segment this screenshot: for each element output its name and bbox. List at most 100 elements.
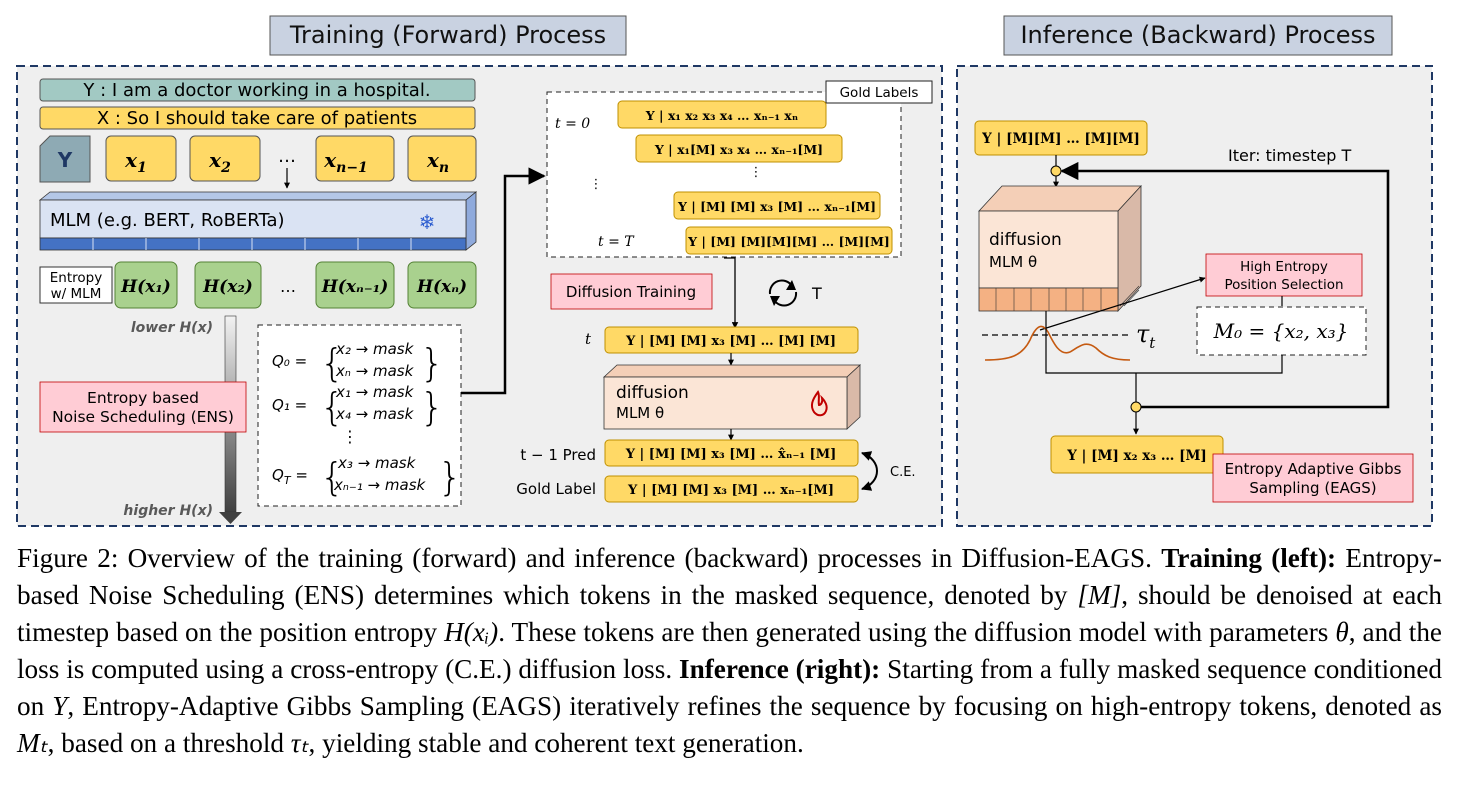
high-entropy-label-2: Position Selection bbox=[1224, 277, 1343, 293]
svg-text:Y | x₁ x₂ x₃ x₄ … xₙ₋₁ xₙ: Y | x₁ x₂ x₃ x₄ … xₙ₋₁ xₙ bbox=[645, 108, 799, 123]
schedule-qT: QT = { x₃ → mask xₙ₋₁ → mask } bbox=[272, 454, 462, 499]
mlm-block bbox=[38, 191, 478, 251]
token-y-box bbox=[39, 135, 91, 183]
svg-text:{: { bbox=[320, 341, 344, 385]
schedule-box bbox=[257, 324, 462, 507]
svg-text:{: { bbox=[320, 455, 344, 499]
iteration-loop bbox=[1060, 161, 1390, 409]
m0-box bbox=[1196, 306, 1367, 356]
sentence-y-box bbox=[39, 78, 476, 102]
token-xn: xn bbox=[407, 135, 477, 182]
schedule-q1: Q₁ = { x₁ → mask x₄ → mask } bbox=[272, 383, 444, 429]
schedule-q0: Q₀ = { x₂ → mask xₙ → mask } bbox=[272, 340, 444, 385]
gold-labels-title-box bbox=[825, 80, 933, 104]
figure-caption: Figure 2: Overview of the training (forw… bbox=[17, 543, 1443, 758]
svg-text:Y | [M] [M] x₃ [M] … x̂ₙ₋₁ [M]: Y | [M] [M] x₃ [M] … x̂ₙ₋₁ [M] bbox=[625, 447, 836, 462]
loop-T-label: T bbox=[811, 284, 822, 303]
gold-row-2: Y | [M] [M] x₃ [M] … xₙ₋₁[M] bbox=[673, 191, 881, 220]
merge-node-bottom bbox=[1130, 401, 1142, 413]
eags-box bbox=[1212, 453, 1414, 503]
gold-label-label: Gold Label bbox=[516, 480, 596, 498]
diffusion-training-title-1: diffusion bbox=[616, 383, 689, 403]
m0-label: M₀ = {x₂, x₃} bbox=[1213, 319, 1349, 343]
training-title-box bbox=[269, 15, 627, 56]
diffusion-block-inference bbox=[978, 184, 1142, 313]
ce-label: C.E. bbox=[890, 465, 916, 480]
entropy-box-1: H(x₁) bbox=[114, 261, 178, 309]
start-row: Y | [M][M] … [M][M] bbox=[974, 120, 1148, 156]
svg-text:{: { bbox=[320, 385, 344, 429]
snowflake-icon: ❄ bbox=[419, 210, 436, 234]
high-entropy-label-1: High Entropy bbox=[1240, 259, 1328, 275]
t-row: Y | [M] [M] x₃ [M] … [M] [M] bbox=[604, 326, 859, 354]
svg-text:xn−1: xn−1 bbox=[323, 148, 368, 176]
high-entropy-box bbox=[1205, 253, 1363, 297]
sentence-x-box bbox=[39, 106, 476, 130]
mlm-label: MLM (e.g. BERT, RoBERTa) bbox=[50, 210, 285, 231]
schedule-vdots: ⋮ bbox=[342, 427, 358, 446]
ens-box bbox=[39, 381, 247, 433]
svg-text:Y | [M] [M] x₃ [M] … xₙ₋₁[M]: Y | [M] [M] x₃ [M] … xₙ₋₁[M] bbox=[627, 483, 834, 498]
entropy-box-3: H(xₙ₋₁) bbox=[315, 261, 395, 309]
svg-text:QT =: QT = bbox=[272, 466, 308, 487]
svg-text:Y | [M][M] … [M][M]: Y | [M][M] … [M][M] bbox=[981, 131, 1140, 147]
token-xn-1: xn−1 bbox=[315, 135, 395, 182]
entropy-label-1: Entropy bbox=[50, 270, 102, 286]
svg-text:}: } bbox=[420, 341, 444, 385]
diffusion-inference-title-2: MLM θ bbox=[989, 253, 1037, 271]
lower-entropy-label: lower H(x) bbox=[131, 320, 213, 336]
ens-label-1: Entropy based bbox=[87, 389, 199, 407]
output-row: Y | [M] x₂ x₃ … [M] bbox=[1050, 435, 1224, 474]
diffusion-training-box bbox=[550, 273, 713, 310]
figure: Training (Forward) Process Y : I am a do… bbox=[16, 15, 1433, 527]
svg-text:x2: x2 bbox=[208, 148, 231, 176]
token-x2: x2 bbox=[189, 135, 261, 182]
diffusion-training-title-2: MLM θ bbox=[616, 404, 664, 422]
gold-row-3: Y | [M] [M][M][M] … [M][M] bbox=[685, 226, 893, 255]
svg-text:H(x₂): H(x₂) bbox=[202, 277, 253, 297]
inference-title-box bbox=[1003, 15, 1393, 56]
svg-text:x₂ → mask: x₂ → mask bbox=[335, 340, 415, 358]
token-y: Y bbox=[57, 148, 73, 172]
gold-row-1: Y | x₁[M] x₃ x₄ … xₙ₋₁[M] bbox=[635, 134, 843, 163]
diffusion-training-label: Diffusion Training bbox=[566, 283, 696, 301]
merge-node-top bbox=[1050, 165, 1062, 177]
pred-row: Y | [M] [M] x₃ [M] … x̂ₙ₋₁ [M] bbox=[604, 439, 859, 467]
gold-row-0: Y | x₁ x₂ x₃ x₄ … xₙ₋₁ xₙ bbox=[617, 100, 827, 129]
svg-text:xₙ₋₁ → mask: xₙ₋₁ → mask bbox=[333, 476, 427, 494]
svg-text:H(xₙ₋₁): H(xₙ₋₁) bbox=[321, 277, 389, 297]
t-vdots-left: ⋮ bbox=[590, 177, 603, 192]
svg-text:H(xₙ): H(xₙ) bbox=[416, 277, 467, 297]
svg-text:}: } bbox=[420, 385, 444, 429]
entropy-dots: … bbox=[280, 277, 296, 296]
diffusion-inference-title-1: diffusion bbox=[989, 230, 1062, 250]
sentence-y: Y : I am a doctor working in a hospital. bbox=[82, 80, 430, 101]
entropy-box-2: H(x₂) bbox=[194, 261, 262, 309]
entropy-box-4: H(xₙ) bbox=[407, 261, 477, 309]
fire-icon bbox=[810, 390, 828, 417]
svg-text:}: } bbox=[438, 455, 462, 499]
tau-label: τt bbox=[1136, 320, 1156, 352]
svg-text:x₁ → mask: x₁ → mask bbox=[335, 383, 415, 401]
svg-text:xₙ → mask: xₙ → mask bbox=[335, 362, 415, 380]
eags-label-2: Sampling (EAGS) bbox=[1249, 479, 1376, 497]
svg-text:x₃ → mask: x₃ → mask bbox=[337, 454, 417, 472]
gold-row: Y | [M] [M] x₃ [M] … xₙ₋₁[M] bbox=[604, 475, 859, 503]
entropy-label-2: w/ MLM bbox=[51, 286, 102, 302]
svg-text:H(x₁): H(x₁) bbox=[120, 277, 171, 297]
token-dots: … bbox=[278, 146, 296, 167]
inference-title: Inference (Backward) Process bbox=[1020, 21, 1375, 49]
t-row-label: t bbox=[585, 330, 592, 348]
svg-text:Y | [M] x₂ x₃ … [M]: Y | [M] x₂ x₃ … [M] bbox=[1066, 448, 1207, 464]
tT-label: t = T bbox=[598, 234, 635, 250]
pred-label: t − 1 Pred bbox=[520, 446, 596, 464]
t-vdots-mid: ⋮ bbox=[750, 165, 763, 180]
svg-text:Q₀ =: Q₀ = bbox=[272, 352, 307, 370]
higher-entropy-label: higher H(x) bbox=[123, 503, 213, 519]
sentence-x: X : So I should take care of patients bbox=[97, 108, 417, 129]
diffusion-block-training bbox=[602, 364, 862, 430]
token-x1: x1 bbox=[105, 135, 177, 182]
gold-labels-title: Gold Labels bbox=[840, 85, 919, 101]
svg-text:Q₁ =: Q₁ = bbox=[272, 396, 307, 414]
svg-text:Y | [M] [M][M][M] … [M][M]: Y | [M] [M][M][M] … [M][M] bbox=[687, 234, 890, 249]
